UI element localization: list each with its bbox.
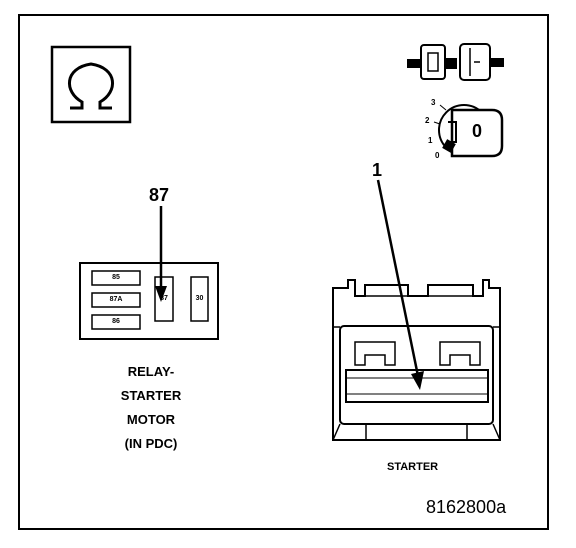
ignition-position-1: 1: [428, 136, 433, 145]
ignition-key-label: 0: [472, 121, 483, 141]
ignition-key-icon: [433, 104, 504, 158]
ignition-position-3: 3: [431, 98, 436, 107]
relay-caption-line: STARTER: [120, 388, 182, 403]
relay-panel: [79, 262, 219, 340]
callout-1-label: 1: [372, 160, 383, 180]
figure-frame: [18, 14, 549, 530]
relay-caption-line: RELAY-: [127, 364, 175, 379]
relay-caption: RELAY- STARTER MOTOR (IN PDC): [92, 360, 210, 456]
relay-pin-85: 85: [112, 274, 120, 281]
relay-pin-87a: 87A: [109, 296, 123, 303]
starter-connector: [332, 279, 501, 441]
starter-caption: STARTER: [387, 461, 439, 473]
relay-caption-line: (IN PDC): [124, 436, 178, 451]
relay-pin-30: 30: [195, 295, 204, 302]
relay-caption-line: MOTOR: [126, 412, 176, 427]
figure-id: 8162800a: [426, 497, 507, 517]
relay-pin-87: 87: [160, 295, 168, 302]
callout-87-arrow: [155, 206, 167, 302]
callout-87-label: 87: [149, 185, 170, 205]
ignition-position-2: 2: [425, 116, 430, 125]
ignition-position-0: 0: [435, 151, 440, 160]
connector-disconnect-icon: [407, 43, 504, 81]
ohm-meter-icon: [50, 45, 132, 124]
relay-pin-86: 86: [112, 318, 120, 325]
callout-1-arrow: [376, 179, 424, 390]
